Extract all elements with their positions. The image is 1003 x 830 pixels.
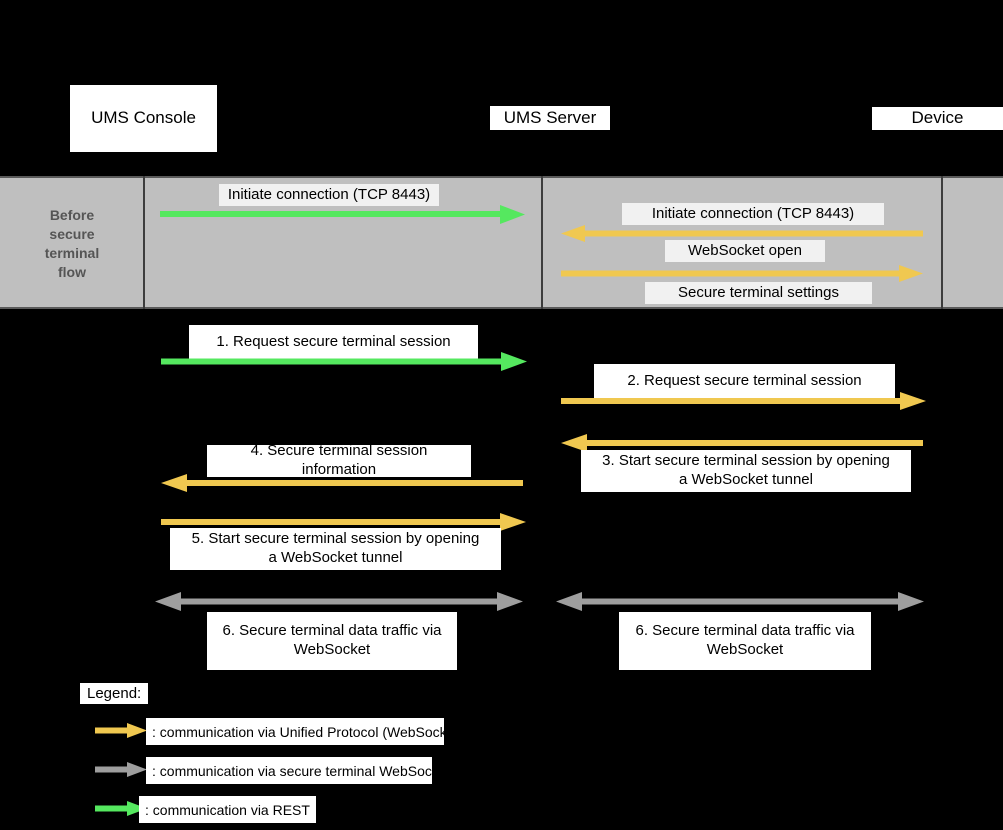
step-3-text-line-1: 3. Start secure terminal session by open… <box>602 452 890 470</box>
band-message-label-websocket-open: WebSocket open <box>665 240 825 262</box>
band-message-text-2: Initiate connection (TCP 8443) <box>651 204 855 222</box>
step-6b-text-line-1: 6. Secure terminal data traffic via <box>635 622 855 640</box>
step-6b-text-line-2: WebSocket <box>706 641 784 658</box>
step-6a-label: 6. Secure terminal data traffic via WebS… <box>207 612 457 670</box>
legend-entry-secure-terminal: : communication via secure terminal WebS… <box>146 757 451 784</box>
step-5-label: 5. Start secure terminal session by open… <box>170 528 501 570</box>
legend-title-text: Legend: <box>87 685 142 702</box>
phase-label-line-4: flow <box>58 263 86 280</box>
step-4-text-line-2: information <box>301 461 377 478</box>
band-message-label-secure-terminal-settings: Secure terminal settings <box>645 282 872 304</box>
band-arrow-initiate-connection-console <box>160 205 525 224</box>
band-arrow-initiate-connection-device <box>561 225 923 242</box>
phase-label-line-1: Before <box>49 207 95 223</box>
phase-divider-3 <box>941 176 943 309</box>
actor-header-ums-console: UMS Console <box>70 85 217 152</box>
step-3-text-line-2: a WebSocket tunnel <box>679 471 813 488</box>
step-3-label: 3. Start secure terminal session by open… <box>581 450 911 492</box>
step-6b-label: 6. Secure terminal data traffic via WebS… <box>619 612 871 670</box>
legend-arrow-unified-icon <box>95 723 147 738</box>
phase-divider-1 <box>143 176 145 309</box>
band-message-text-3: WebSocket open <box>688 241 802 259</box>
step-6a-text-line-2: WebSocket <box>293 641 371 658</box>
actor-label-ums-server: UMS Server <box>503 107 597 127</box>
legend-entry-rest-text: : communication via REST <box>145 801 310 818</box>
band-message-text-4: Secure terminal settings <box>678 283 839 301</box>
step-4-label: 4. Secure terminal session information <box>207 442 471 478</box>
step-2-text: 2. Request secure terminal session <box>627 372 862 390</box>
step-2-arrow <box>561 392 926 410</box>
step-6a-arrow <box>155 592 523 611</box>
step-5-arrow <box>161 513 526 531</box>
step-2-label: 2. Request secure terminal session <box>594 364 895 399</box>
legend-arrow-rest-icon <box>95 801 147 816</box>
step-1-label: 1. Request secure terminal session <box>189 325 478 360</box>
phase-label: Before secure terminal flow <box>16 206 128 282</box>
legend-entry-secure-terminal-text: : communication via secure terminal WebS… <box>152 762 451 779</box>
actor-label-device: Device <box>911 108 964 128</box>
legend-entry-unified-text: : communication via Unified Protocol (We… <box>152 723 463 740</box>
step-5-text-line-2: a WebSocket tunnel <box>268 549 403 566</box>
legend-arrow-secure-terminal-icon <box>95 762 147 777</box>
actor-header-device: Device <box>872 107 1003 130</box>
legend-title: Legend: <box>80 683 149 704</box>
band-message-label-initiate-connection-device: Initiate connection (TCP 8443) <box>622 203 884 225</box>
actor-header-ums-server: UMS Server <box>490 106 610 130</box>
step-6b-arrow <box>556 592 924 611</box>
step-5-text-line-1: 5. Start secure terminal session by open… <box>191 530 480 548</box>
phase-band-before-secure-terminal-flow <box>0 176 1003 309</box>
legend-entry-unified: : communication via Unified Protocol (We… <box>146 718 463 745</box>
band-message-text-1: Initiate connection (TCP 8443) <box>227 185 431 203</box>
step-3-arrow <box>561 434 923 452</box>
band-arrow-secure-terminal-settings <box>561 265 923 282</box>
step-6a-text-line-1: 6. Secure terminal data traffic via <box>222 622 442 640</box>
phase-divider-2 <box>541 176 543 309</box>
step-4-arrow <box>161 474 523 492</box>
step-1-arrow <box>161 352 527 371</box>
legend-entry-rest: : communication via REST <box>139 796 316 823</box>
actor-label-ums-console: UMS Console <box>91 108 196 128</box>
step-4-text-line-1: 4. Secure terminal session <box>250 442 428 460</box>
phase-label-line-2: secure <box>49 225 95 242</box>
band-message-label-initiate-connection-console: Initiate connection (TCP 8443) <box>219 184 439 206</box>
phase-label-line-3: terminal <box>44 244 100 261</box>
step-1-text: 1. Request secure terminal session <box>216 333 451 351</box>
